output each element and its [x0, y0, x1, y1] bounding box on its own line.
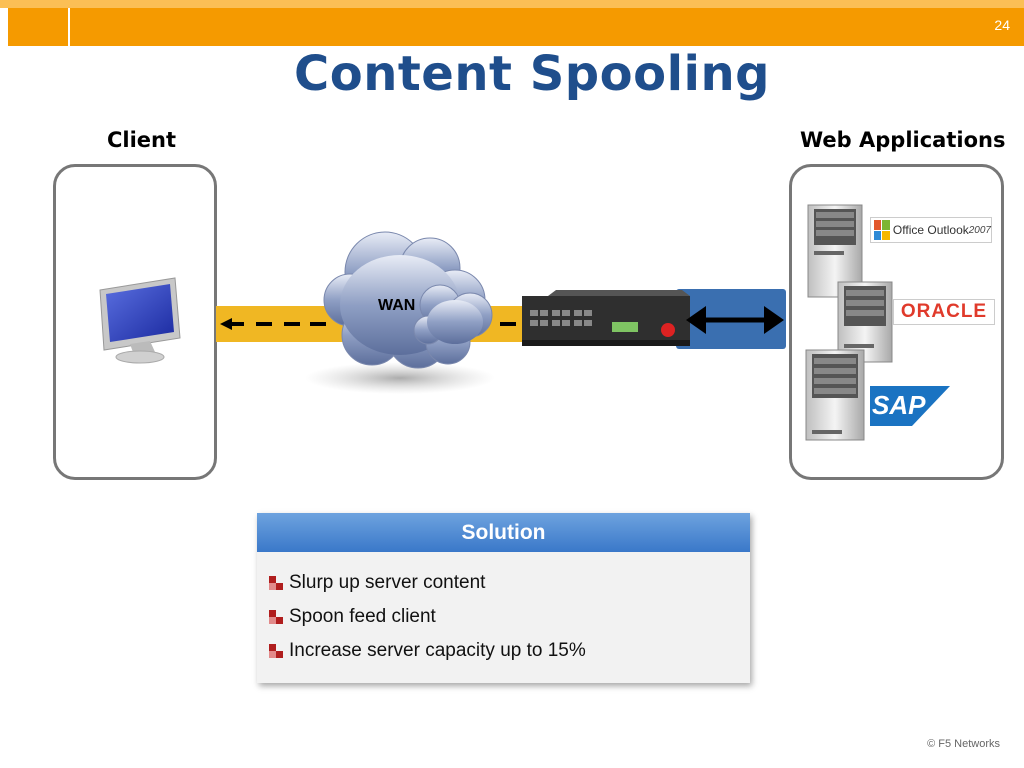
outlook-version-text: 2007	[968, 224, 991, 236]
cloud-shadow	[305, 362, 495, 394]
office-outlook-logo: Office Outlook 2007	[870, 217, 992, 243]
bullet-icon	[269, 644, 283, 658]
list-item-text: Spoon feed client	[289, 606, 436, 627]
client-label: Client	[107, 128, 177, 152]
list-item-text: Slurp up server content	[289, 572, 486, 593]
solution-header: Solution	[257, 513, 750, 552]
sap-logo: SAP	[870, 386, 950, 426]
desktop-computer-icon	[99, 277, 181, 364]
wan-cloud-small-icon	[413, 284, 493, 365]
arrow-head-left-icon	[220, 318, 232, 330]
office-logo-icon	[874, 220, 890, 240]
double-arrow-icon	[686, 306, 784, 334]
list-item-text: Increase server capacity up to 15%	[289, 640, 586, 661]
header-bar	[70, 8, 1024, 46]
page-number: 24	[994, 17, 1010, 33]
top-accent-strip	[0, 0, 1024, 8]
list-item: Slurp up server content	[269, 566, 750, 600]
header-bar-left-block	[8, 8, 68, 46]
list-item: Increase server capacity up to 15%	[269, 634, 750, 668]
f5-appliance-icon	[522, 290, 690, 346]
list-item: Spoon feed client	[269, 600, 750, 634]
slide-title: Content Spooling	[293, 46, 771, 102]
web-applications-label: Web Applications	[800, 128, 1006, 152]
outlook-brand-text: Office Outlook	[892, 223, 969, 237]
wan-label: WAN	[378, 297, 416, 314]
bullet-icon	[269, 610, 283, 624]
sap-logo-text: SAP	[872, 390, 926, 420]
oracle-logo: ORACLE	[893, 299, 995, 325]
solution-panel: Solution Slurp up server content Spoon f…	[257, 513, 750, 683]
server-tower-icon	[805, 349, 865, 441]
server-tower-icon	[837, 281, 893, 363]
copyright-notice: © F5 Networks	[927, 738, 1000, 750]
server-tower-icon	[807, 204, 863, 298]
client-panel	[53, 164, 217, 480]
bullet-icon	[269, 576, 283, 590]
solution-list: Slurp up server content Spoon feed clien…	[257, 552, 750, 668]
sap-logo-shape	[870, 386, 950, 426]
